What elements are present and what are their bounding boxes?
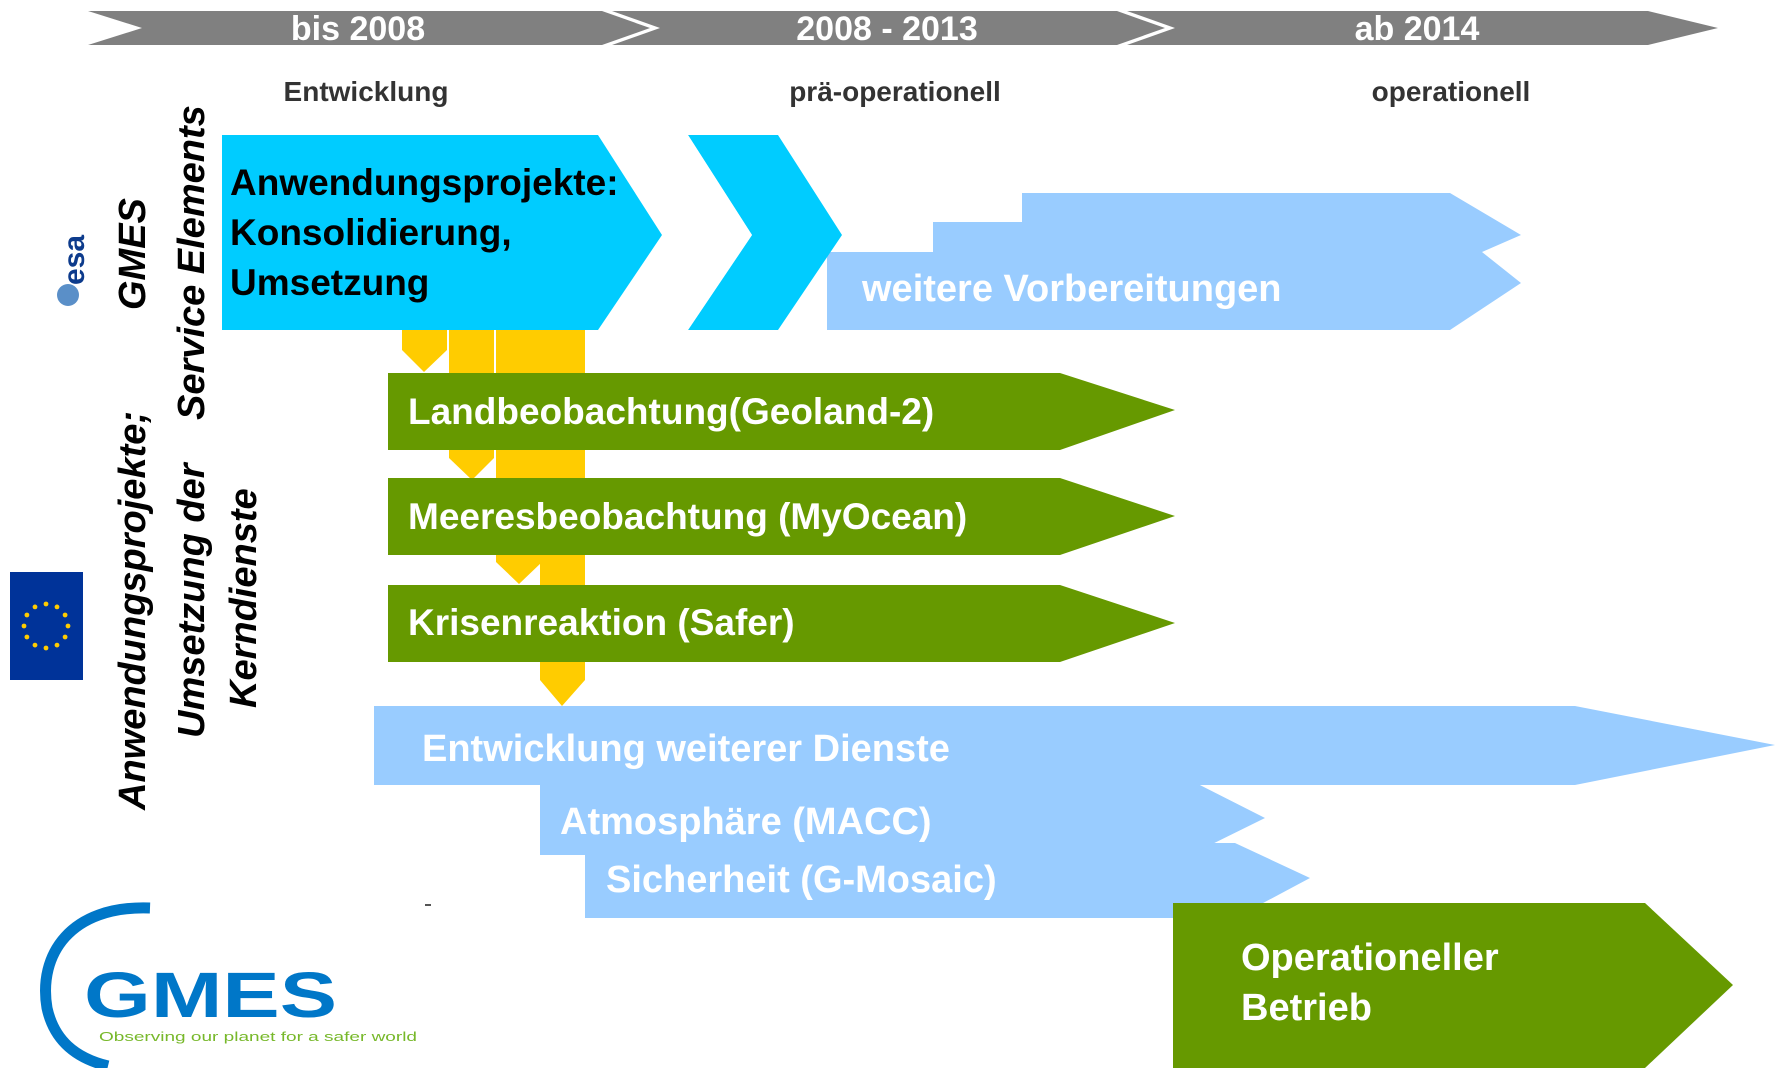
side-label-eu-line-1: Anwendungsprojekte; <box>112 411 154 811</box>
security-arrow <box>585 843 1310 918</box>
eu-star-icon <box>32 604 38 610</box>
period-label: ab 2014 <box>1355 10 1480 48</box>
land-service-label: Landbeobachtung(Geoland-2) <box>408 391 934 432</box>
stage-label: prä-operationell <box>789 76 1001 107</box>
eu-flag-background <box>10 572 83 680</box>
eu-stars-icon <box>21 601 71 651</box>
eu-star-icon <box>65 623 71 629</box>
esa-logo: esa <box>57 235 91 306</box>
timeline-chevron-1 <box>88 11 650 45</box>
further-preparations-arrow <box>827 193 1521 330</box>
eu-star-icon <box>62 612 68 618</box>
further-services-arrow <box>374 706 1775 785</box>
crisis-service-label: Krisenreaktion (Safer) <box>408 602 795 643</box>
atmosphere-arrow <box>540 780 1265 855</box>
esa-main-block <box>222 135 662 330</box>
eu-star-icon <box>62 634 68 640</box>
gmes-tagline: Observing our planet for a safer world <box>99 1029 417 1044</box>
eu-star-icon <box>24 612 30 618</box>
eu-star-icon <box>54 642 60 648</box>
esa-projects-line-3: Umsetzung <box>230 262 429 303</box>
operational-line-2: Betrieb <box>1241 987 1372 1029</box>
further-services-label: Entwicklung weiterer Dienste <box>422 728 950 770</box>
further-preparations-label: weitere Vorbereitungen <box>861 268 1282 310</box>
gmes-logo: GMES Observing our planet for a safer wo… <box>40 902 417 1068</box>
esa-projects-block: Anwendungsprojekte: Konsolidierung, Umse… <box>222 135 842 330</box>
eu-star-icon <box>32 642 38 648</box>
gmes-logo-text: GMES <box>84 959 337 1031</box>
operational-arrow <box>1173 903 1733 1068</box>
gmes-swoosh-icon <box>40 902 151 1068</box>
timeline-bar: bis 2008 2008 - 2013 ab 2014 <box>88 10 1718 48</box>
eu-star-icon <box>43 601 49 607</box>
esa-chevron-middle <box>598 135 752 330</box>
eu-star-icon <box>21 623 27 629</box>
side-label-eu-line-2: Umsetzung der <box>171 461 213 738</box>
esa-chevron-front <box>688 135 842 330</box>
eu-star-icon <box>54 604 60 610</box>
period-label: bis 2008 <box>291 10 425 48</box>
esa-logo-text: esa <box>58 235 91 285</box>
side-label-gmes: GMES <box>112 198 154 310</box>
eu-star-icon <box>24 634 30 640</box>
atmosphere-label: Atmosphäre (MACC) <box>560 801 932 843</box>
ocean-service-label: Meeresbeobachtung (MyOcean) <box>408 496 967 537</box>
timeline-chevron-3 <box>1127 11 1718 45</box>
crisis-service-arrow <box>388 585 1175 662</box>
eu-star-icon <box>43 645 49 651</box>
side-label-service-elements: Service Elements <box>171 105 213 420</box>
connector-arrow <box>402 330 447 372</box>
ocean-service-arrow <box>388 478 1175 555</box>
stage-label: operationell <box>1372 76 1531 107</box>
stage-label: Entwicklung <box>284 76 449 107</box>
esa-projects-line-2: Konsolidierung, <box>230 212 512 253</box>
esa-globe-icon <box>57 284 79 306</box>
operational-line-1: Operationeller <box>1241 937 1499 979</box>
eu-flag <box>10 572 83 680</box>
timeline-chevron-2 <box>612 11 1165 45</box>
security-label: Sicherheit (G-Mosaic) <box>606 859 997 901</box>
land-service-arrow <box>388 373 1175 450</box>
side-label-eu-line-3: Kerndienste <box>223 488 265 708</box>
period-label: 2008 - 2013 <box>796 10 978 48</box>
esa-projects-line-1: Anwendungsprojekte: <box>230 162 619 203</box>
